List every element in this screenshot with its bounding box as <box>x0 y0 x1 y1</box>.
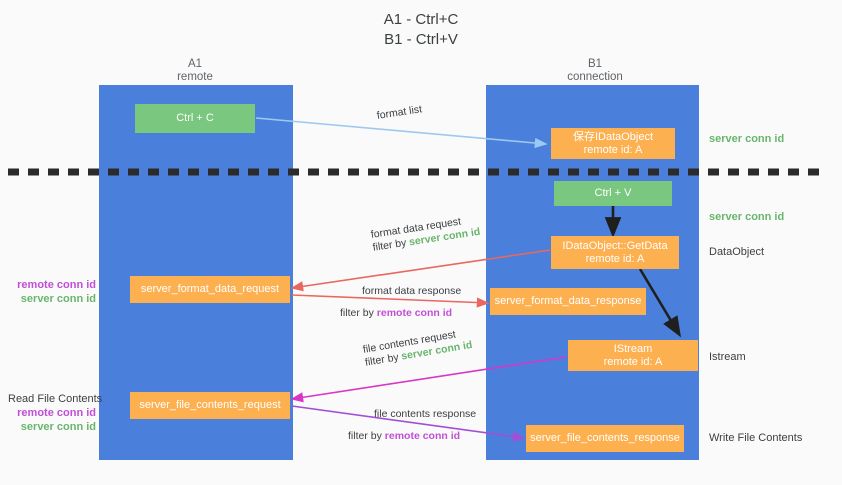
annotation-left-remote-conn-id-2: remote conn id <box>17 407 96 419</box>
node-ctrl-c[interactable]: Ctrl + C <box>135 104 255 133</box>
arrow-format-data-request <box>290 249 551 292</box>
node-server-file-contents-request-label: server_file_contents_request <box>139 399 281 411</box>
column-header-b1: B1 connection <box>525 58 665 84</box>
arrow-getdata-to-istream <box>638 268 682 338</box>
diagram-title: A1 - Ctrl+C B1 - Ctrl+V <box>0 10 842 50</box>
node-ctrl-v-label: Ctrl + V <box>594 187 632 199</box>
edge-label-fdresp-conn: remote conn id <box>376 307 453 319</box>
node-istream-line2: remote id: A <box>603 355 663 368</box>
node-idataobject-getdata-line1: IDataObject::GetData <box>562 239 668 252</box>
title-line-1: A1 - Ctrl+C <box>383 11 459 28</box>
node-idataobject-getdata-line2: remote id: A <box>585 252 645 265</box>
edge-label-fcresp-conn: remote conn id <box>384 430 461 442</box>
node-server-file-contents-response-label: server_file_contents_response <box>530 432 680 444</box>
node-server-file-contents-response[interactable]: server_file_contents_response <box>526 425 684 452</box>
arrow-file-contents-request <box>290 356 567 403</box>
column-a1-sub: remote <box>177 71 213 83</box>
annotation-left-server-conn-id-1: server conn id <box>20 293 96 305</box>
title-line-2: B1 - Ctrl+V <box>384 31 458 48</box>
edge-label-file-contents-response: file contents response filter by remote … <box>348 408 477 443</box>
node-istream[interactable]: IStream remote id: A <box>568 340 698 371</box>
node-save-idataobject-line2: remote id: A <box>583 143 643 156</box>
column-header-a1: A1 remote <box>125 58 265 84</box>
node-server-format-data-response[interactable]: server_format_data_response <box>490 288 646 315</box>
node-server-format-data-request[interactable]: server_format_data_request <box>130 276 290 303</box>
edge-label-fcresp-filter: filter by <box>348 430 382 442</box>
edge-label-format-data-response-text: format data response <box>362 285 462 297</box>
edge-label-fdresp-filter: filter by <box>340 307 374 319</box>
annotation-right-write-file-contents: Write File Contents <box>709 432 803 444</box>
annotation-right-server-conn-id-1: server conn id <box>709 133 785 145</box>
annotation-right-server-conn-id-2: server conn id <box>709 211 785 223</box>
column-b1-sub: connection <box>567 71 623 83</box>
node-idataobject-getdata[interactable]: IDataObject::GetData remote id: A <box>551 236 679 269</box>
annotation-left-server-conn-id-2: server conn id <box>20 421 96 433</box>
node-istream-line1: IStream <box>613 342 653 355</box>
column-b1-name: B1 <box>587 58 603 70</box>
node-server-format-data-request-label: server_format_data_request <box>140 283 280 295</box>
node-save-idataobject-line1: 保存IDataObject <box>572 130 654 143</box>
edge-label-format-data-response: format data response filter by remote co… <box>340 285 462 320</box>
edge-label-file-contents-response-text: file contents response <box>374 408 477 420</box>
node-save-idataobject[interactable]: 保存IDataObject remote id: A <box>551 128 675 159</box>
annotation-left-remote-conn-id-1: remote conn id <box>17 279 96 291</box>
node-ctrl-v[interactable]: Ctrl + V <box>554 181 672 206</box>
arrow-format-data-response <box>291 294 490 308</box>
annotation-right-dataobject: DataObject <box>709 246 765 258</box>
node-ctrl-c-label: Ctrl + C <box>176 112 214 124</box>
arrow-format-list <box>255 117 548 149</box>
annotation-left-conn-group-1: remote conn id server conn id <box>8 278 96 306</box>
annotation-left-conn-group-2: Read File Contents remote conn id server… <box>8 392 103 434</box>
arrow-file-contents-response <box>291 405 526 442</box>
annotation-left-read-file-contents: Read File Contents <box>8 393 103 405</box>
node-server-file-contents-request[interactable]: server_file_contents_request <box>130 392 290 419</box>
column-a1-name: A1 <box>187 58 203 70</box>
node-server-format-data-response-label: server_format_data_response <box>494 295 642 307</box>
annotation-right-istream: Istream <box>709 351 746 363</box>
